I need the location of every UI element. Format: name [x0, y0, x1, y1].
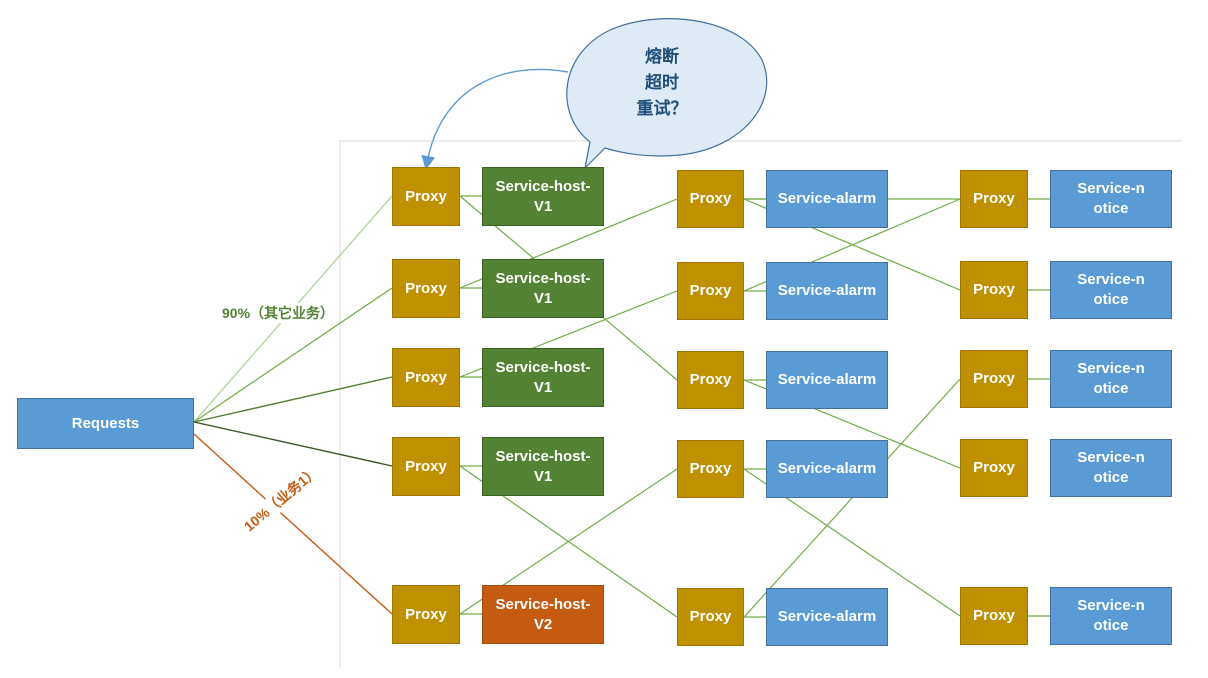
service-notice-label: Service-notice [1077, 180, 1145, 217]
callout-line-3: 重试？ [636, 99, 688, 118]
proxy-col1-row3: Proxy [392, 348, 460, 407]
service-host-3: Service-host-V1 [482, 348, 604, 407]
service-host-1: Service-host-V1 [482, 167, 604, 226]
proxy-label: Proxy [689, 190, 732, 207]
service-host-4: Service-host-V1 [482, 437, 604, 496]
proxy-label: Proxy [689, 460, 732, 477]
edge-requests-proxy2 [193, 287, 393, 423]
service-host-label: Service-host-V1 [495, 269, 591, 307]
proxy-label: Proxy [973, 190, 1015, 207]
proxy-col1-row1: Proxy [392, 167, 460, 226]
service-notice-label: Service-notice [1077, 271, 1145, 308]
proxy-col1-row5: Proxy [392, 585, 460, 644]
edge-requests-proxy3 [193, 376, 393, 423]
service-alarm-label: Service-alarm [777, 282, 877, 299]
service-alarm-5: Service-alarm [766, 588, 888, 646]
edge-c2r5-c3r3 [743, 378, 961, 618]
proxy-col3-row4: Proxy [960, 439, 1028, 497]
callout-arrow [421, 68, 569, 170]
cluster-frame [339, 140, 1182, 668]
proxy-col3-row5: Proxy [960, 587, 1028, 645]
requests-node: Requests [17, 398, 194, 449]
service-alarm-label: Service-alarm [777, 608, 877, 625]
proxy-label: Proxy [973, 607, 1015, 624]
service-alarm-2: Service-alarm [766, 262, 888, 320]
service-alarm-3: Service-alarm [766, 351, 888, 409]
proxy-col2-row4: Proxy [677, 440, 744, 498]
service-notice-label: Service-notice [1077, 360, 1145, 397]
proxy-label: Proxy [973, 281, 1015, 298]
proxy-col2-row1: Proxy [677, 170, 744, 228]
proxy-col2-row2: Proxy [677, 262, 744, 320]
proxy-label: Proxy [405, 279, 447, 297]
callout-text: 熔断 超时 重试？ [612, 44, 712, 122]
requests-label: Requests [71, 414, 140, 432]
edge-requests-proxy5 [193, 433, 393, 615]
edge-label-other: 90%（其它业务） [220, 303, 337, 323]
proxy-label: Proxy [689, 371, 732, 388]
proxy-label: Proxy [405, 187, 447, 205]
service-alarm-label: Service-alarm [777, 460, 877, 477]
service-host-label: Service-host-V1 [495, 447, 591, 485]
service-alarm-4: Service-alarm [766, 440, 888, 498]
proxy-label: Proxy [405, 368, 447, 386]
proxy-col2-row5: Proxy [677, 588, 744, 646]
service-host-label: Service-host-V1 [495, 358, 591, 396]
proxy-label: Proxy [689, 608, 732, 625]
proxy-label: Proxy [973, 459, 1015, 476]
proxy-label: Proxy [405, 457, 447, 475]
service-notice-1: Service-notice [1050, 170, 1172, 228]
service-alarm-label: Service-alarm [777, 371, 877, 388]
proxy-label: Proxy [405, 605, 447, 623]
proxy-label: Proxy [689, 282, 732, 299]
service-host-2: Service-host-V1 [482, 259, 604, 318]
service-alarm-1: Service-alarm [766, 170, 888, 228]
proxy-col1-row4: Proxy [392, 437, 460, 496]
edge-requests-proxy4 [193, 421, 393, 467]
callout-line-1: 熔断 [645, 47, 679, 66]
proxy-col3-row1: Proxy [960, 170, 1028, 228]
service-notice-4: Service-notice [1050, 439, 1172, 497]
proxy-label: Proxy [973, 370, 1015, 387]
service-notice-5: Service-notice [1050, 587, 1172, 645]
proxy-col3-row2: Proxy [960, 261, 1028, 319]
service-notice-3: Service-notice [1050, 350, 1172, 408]
service-host-label: Service-host-V1 [495, 177, 591, 215]
service-host-5: Service-host-V2 [482, 585, 604, 644]
proxy-col3-row3: Proxy [960, 350, 1028, 408]
proxy-col2-row3: Proxy [677, 351, 744, 409]
service-notice-2: Service-notice [1050, 261, 1172, 319]
service-notice-label: Service-notice [1077, 597, 1145, 634]
callout-bubble [566, 18, 768, 170]
service-notice-label: Service-notice [1077, 449, 1145, 486]
service-alarm-label: Service-alarm [777, 190, 877, 207]
service-host-label: Service-host-V2 [495, 595, 591, 633]
proxy-col1-row2: Proxy [392, 259, 460, 318]
callout-line-2: 超时 [645, 73, 679, 92]
